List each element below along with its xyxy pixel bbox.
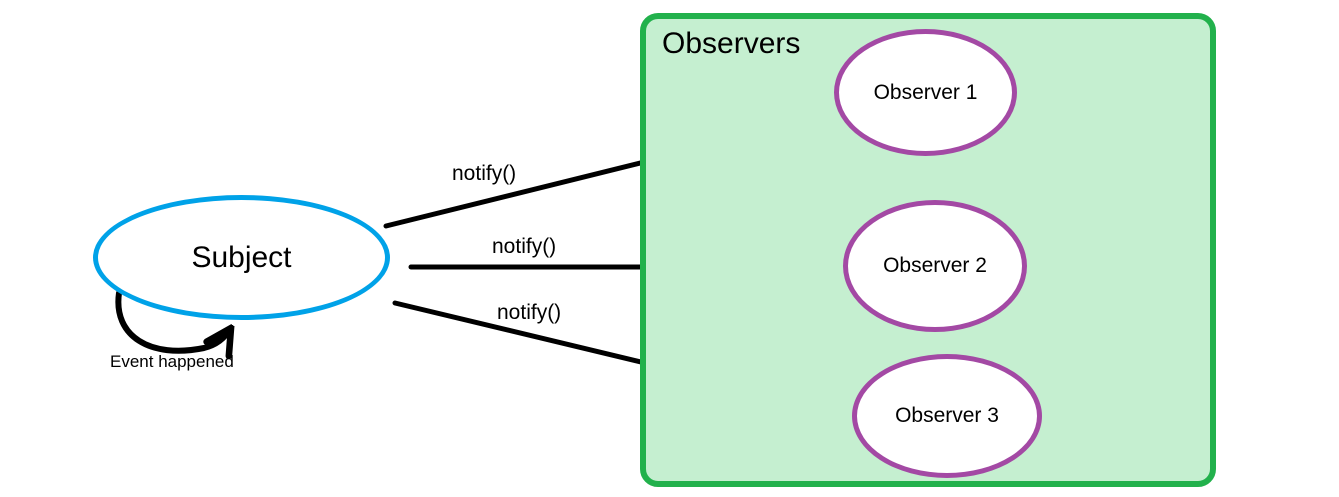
observers-box-title: Observers xyxy=(662,27,801,60)
observer-2-ellipse: Observer 2 xyxy=(843,200,1027,332)
notify-label-1: notify() xyxy=(452,162,517,185)
observer-1-label: Observer 1 xyxy=(873,80,978,104)
observers-box: Observers Observer 1 Observer 2 Observer… xyxy=(640,13,1216,487)
observer-3-label: Observer 3 xyxy=(895,404,999,427)
notify-label-2: notify() xyxy=(492,235,557,258)
notify-label-3: notify() xyxy=(497,301,562,324)
observer-3-ellipse: Observer 3 xyxy=(852,354,1042,478)
subject-label: Subject xyxy=(191,240,292,274)
subject-ellipse: Subject xyxy=(93,195,390,320)
observer-1-ellipse: Observer 1 xyxy=(834,29,1017,156)
observer-2-label: Observer 2 xyxy=(883,254,987,277)
event-happened-label: Event happened xyxy=(110,352,234,371)
